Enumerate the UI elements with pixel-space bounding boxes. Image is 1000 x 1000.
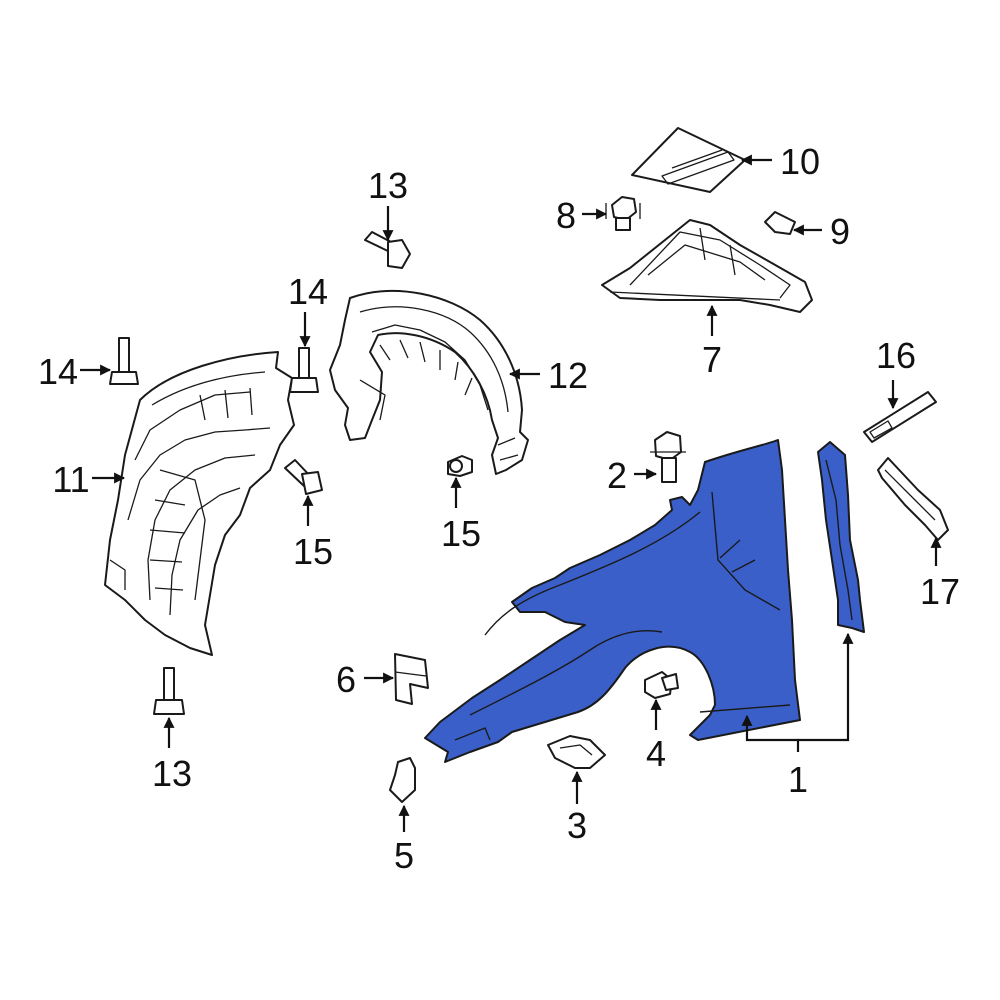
front-fender xyxy=(424,439,801,763)
callout-14-center: 14 xyxy=(288,271,328,312)
callout-6: 6 xyxy=(336,659,356,700)
callout-8: 8 xyxy=(556,195,576,236)
callout-13-top: 13 xyxy=(368,165,408,206)
callout-1: 1 xyxy=(788,759,808,800)
bracket-3 xyxy=(547,735,606,769)
callout-12: 12 xyxy=(548,355,588,396)
bolt-13-top xyxy=(364,231,411,269)
callout-15-left: 15 xyxy=(293,531,333,572)
callout-7: 7 xyxy=(702,339,722,380)
callout-15-center: 15 xyxy=(441,513,481,554)
pad-6 xyxy=(394,653,429,705)
callout-5: 5 xyxy=(394,835,414,876)
bolt-14-center xyxy=(289,347,319,393)
bolt-13-bottom xyxy=(153,667,185,715)
push-pin-15-center xyxy=(447,455,473,477)
callout-3: 3 xyxy=(567,805,587,846)
callout-labels: 1 2 3 4 5 6 7 8 9 10 11 12 13 13 14 14 1… xyxy=(38,141,960,876)
callout-14-left: 14 xyxy=(38,351,78,392)
leader-lines xyxy=(80,154,942,832)
callout-4: 4 xyxy=(646,733,666,774)
insulator-pad xyxy=(631,127,746,193)
callout-10: 10 xyxy=(780,141,820,182)
bolt-2 xyxy=(650,431,686,483)
fender-liner-rear xyxy=(329,290,529,475)
clip-5 xyxy=(389,757,416,803)
callout-11: 11 xyxy=(52,459,89,500)
fender-bracket xyxy=(601,219,813,313)
clip-9 xyxy=(764,211,796,235)
fender-side-strip xyxy=(817,441,865,633)
bolt-14-left xyxy=(109,337,139,385)
callout-16: 16 xyxy=(876,335,916,376)
fender-liner-front xyxy=(104,351,295,656)
callout-13-bottom: 13 xyxy=(152,753,192,794)
callout-9: 9 xyxy=(830,211,850,252)
trim-molding xyxy=(863,391,937,443)
push-pin-4 xyxy=(644,671,679,699)
callout-17: 17 xyxy=(920,571,960,612)
callout-2: 2 xyxy=(607,455,627,496)
bolt-8 xyxy=(605,196,641,231)
fender-seal xyxy=(877,457,949,541)
push-pin-15-left xyxy=(284,459,323,495)
fender-panel xyxy=(424,439,801,763)
